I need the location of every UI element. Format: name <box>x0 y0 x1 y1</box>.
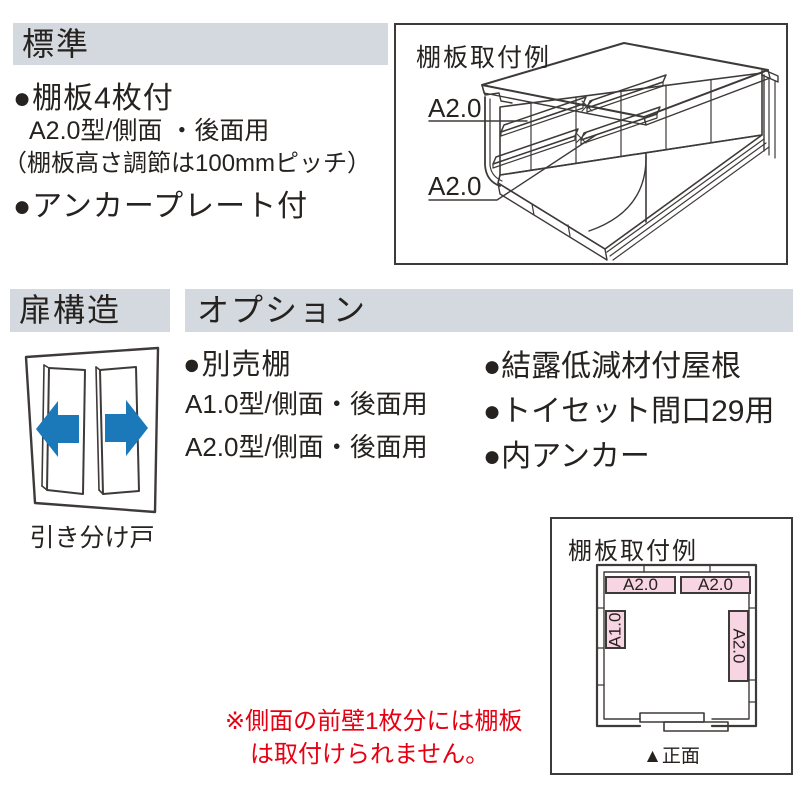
plan-shelf-top-left: A2.0 <box>605 575 676 594</box>
plan-shelf-right: A2.0 <box>728 610 749 682</box>
plan-shelf-left: A1.0 <box>605 610 626 649</box>
option-inner-anchor: ●内アンカー <box>483 440 650 473</box>
standard-item-shelves-sub: A2.0型/側面 ・後面用 <box>29 117 270 145</box>
shelf-label-lower: A2.0 <box>428 171 482 201</box>
shelf-label-upper: A2.0 <box>428 93 482 123</box>
door-structure-header-label: 扉構造 <box>19 292 122 328</box>
plan-shelf-top-left-label: A2.0 <box>623 575 658 594</box>
plan-title: 棚板取付例 <box>568 538 698 565</box>
plan-shelf-right-label: A2.0 <box>729 628 749 664</box>
right-arrow-icon <box>105 400 148 456</box>
plan-drawing <box>595 563 758 732</box>
option-shelf-a10: A1.0型/側面・後面用 <box>185 389 428 419</box>
standard-item-shelves: ●棚板4枚付 <box>13 82 174 115</box>
plan-front-marker: ▲正面 <box>643 746 700 767</box>
plan-shelf-left-label: A1.0 <box>605 612 625 647</box>
options-header: オプション <box>185 289 793 332</box>
shelf-example-3d-title: 棚板取付例 <box>416 44 552 72</box>
shelf-example-plan-box: 棚板取付例 A2.0 A2.0 A1.0 A2.0 ▲正面 <box>550 517 793 775</box>
standard-item-shelves-note: （棚板高さ調節は100mmピッチ） <box>3 150 372 177</box>
caution-note-line1: ※側面の前壁1枚分には棚板 <box>225 708 523 735</box>
standard-header-label: 標準 <box>22 26 91 62</box>
options-header-label: オプション <box>197 292 368 328</box>
shelf-example-3d-box: 棚板取付例 A2.0 A2.0 <box>394 23 788 265</box>
sliding-door-diagram <box>24 346 160 514</box>
option-shelf-a20: A2.0型/側面・後面用 <box>185 432 428 462</box>
shed-3d-drawing <box>428 42 779 261</box>
door-caption: 引き分け戸 <box>29 524 155 552</box>
plan-shelf-top-right-label: A2.0 <box>698 575 733 594</box>
door-structure-header: 扉構造 <box>10 289 170 332</box>
standard-header: 標準 <box>13 23 388 65</box>
left-arrow-icon <box>36 401 79 457</box>
standard-item-anchor: ●アンカープレート付 <box>13 190 309 223</box>
caution-note-line2: は取付けられません。 <box>250 741 490 768</box>
option-toi-set: ●トイセット間口29用 <box>483 395 775 428</box>
option-separate-shelf: ●別売棚 <box>183 349 292 381</box>
plan-shelf-top-right: A2.0 <box>680 575 751 594</box>
caution-note: ※側面の前壁1枚分には棚板 は取付けられません。 <box>225 705 522 771</box>
option-condensation-roof: ●結露低減材付屋根 <box>483 350 742 383</box>
